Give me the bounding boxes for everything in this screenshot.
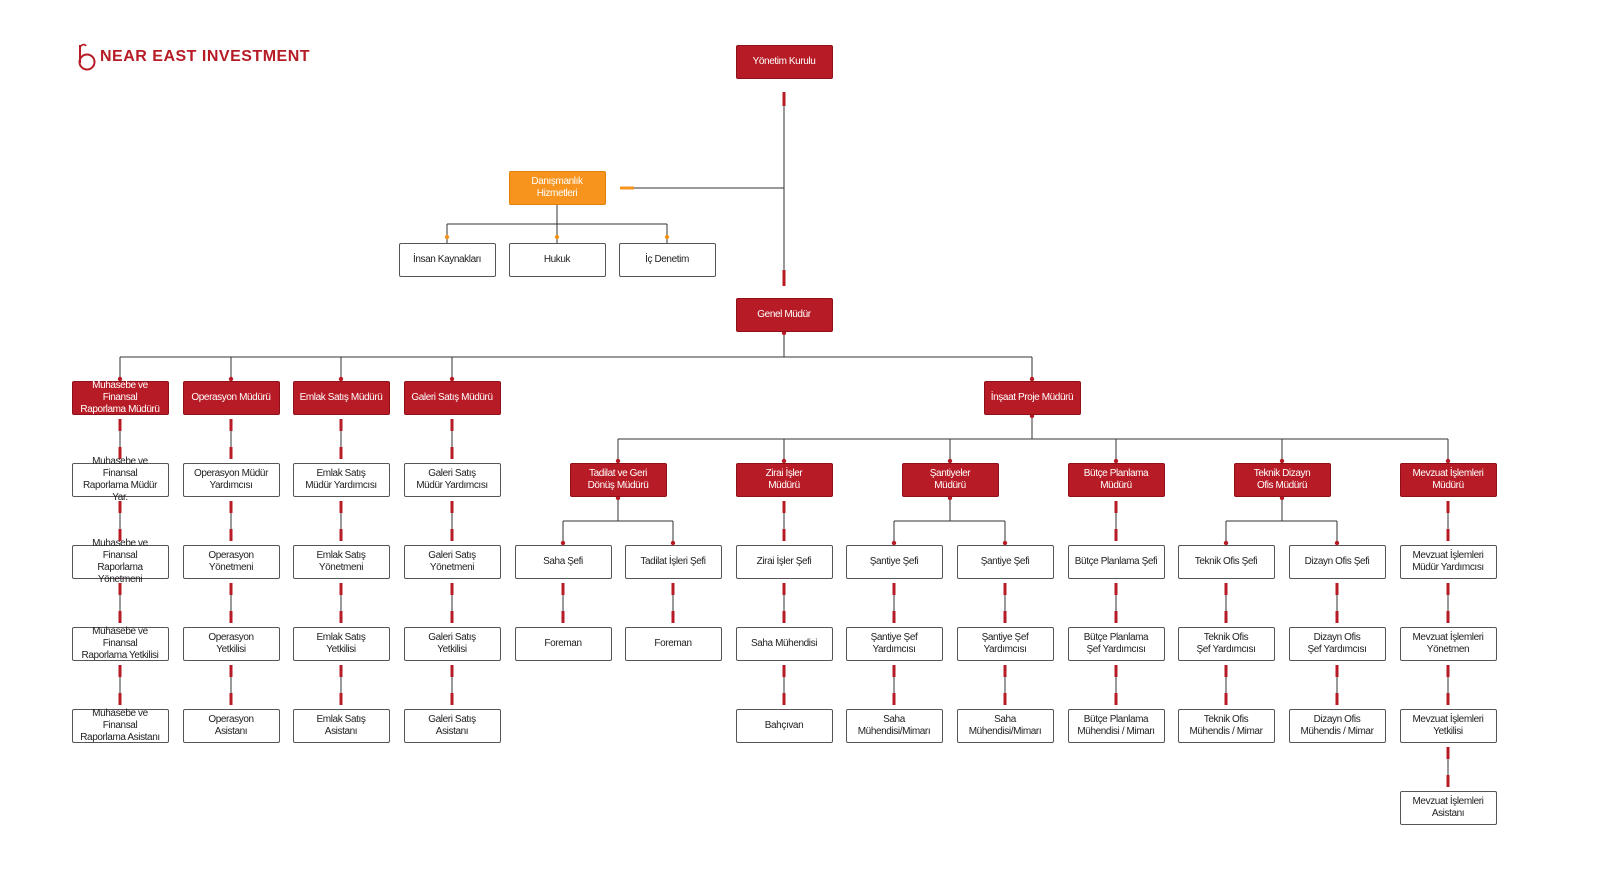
org-box-hr: İnsan Kaynakları	[398, 243, 496, 277]
org-box-ops-2: Operasyon Yönetmeni	[182, 545, 280, 579]
org-box-gal-mgr: Galeri Satış Müdürü	[403, 381, 501, 415]
org-box-re-2: Emlak Satış Yönetmeni	[292, 545, 390, 579]
connector-dot	[1223, 540, 1229, 546]
org-box-agr-1: Zirai İşler Şefi	[735, 545, 833, 579]
org-box-ren-b2: Foreman	[624, 627, 722, 661]
org-box-tech-a1: Teknik Ofis Şefi	[1177, 545, 1275, 579]
connector-dot	[670, 540, 676, 546]
org-box-board: Yönetim Kurulu	[735, 45, 833, 79]
org-box-acc-3: Muhasebe ve Finansal Raporlama Yetkilisi	[71, 626, 169, 661]
org-box-re-1: Emlak Satış Müdür Yardımcısı	[292, 463, 390, 497]
connector-dot	[947, 458, 953, 464]
org-box-ops-3: Operasyon Yetkilisi	[182, 627, 280, 661]
org-box-reg-4: Mevzuat İşlemleri Asistanı	[1399, 791, 1497, 825]
org-box-acc-1: Muhasebe ve Finansal Raporlama Müdür Yar…	[71, 456, 169, 503]
org-box-tech-mgr: Teknik Dizayn Ofis Müdürü	[1233, 463, 1331, 497]
org-box-agr-3: Bahçıvan	[735, 709, 833, 743]
org-box-advisory: Danışmanlık Hizmetleri	[508, 171, 606, 205]
org-box-re-4: Emlak Satış Asistanı	[292, 709, 390, 743]
org-box-gal-1: Galeri Satış Müdür Yardımcısı	[403, 463, 501, 497]
connector-dot	[117, 376, 123, 382]
org-box-ren-a2: Foreman	[514, 627, 612, 661]
org-box-bud-1: Bütçe Planlama Şefi	[1067, 545, 1165, 579]
connector-dot	[1113, 458, 1119, 464]
connector-dot	[891, 540, 897, 546]
org-box-tech-b1: Dizayn Ofis Şefi	[1288, 545, 1386, 579]
org-box-reg-3: Mevzuat İşlemleri Yetkilisi	[1399, 709, 1497, 743]
org-box-acc-4: Muhasebe ve Finansal Raporlama Asistanı	[71, 708, 169, 743]
org-box-reg-1: Mevzuat İşlemleri Müdür Yardımcısı	[1399, 545, 1497, 579]
logo-mark-icon	[78, 43, 96, 71]
org-box-gm: Genel Müdür	[735, 298, 833, 332]
org-box-reg-2: Mevzuat İşlemleri Yönetmen	[1399, 627, 1497, 661]
connector-dot	[615, 458, 621, 464]
org-box-con-mgr: İnşaat Proje Müdürü	[983, 381, 1081, 415]
org-box-ops-1: Operasyon Müdür Yardımcısı	[182, 463, 280, 497]
org-box-tech-b2: Dizayn Ofis Şef Yardımcısı	[1288, 627, 1386, 661]
connector-dot	[1002, 540, 1008, 546]
connector-dot	[338, 376, 344, 382]
brand-name: NEAR EAST INVESTMENT	[100, 48, 311, 65]
connector-dot	[554, 234, 560, 240]
org-box-tech-b3: Dizayn Ofis Mühendis / Mimar	[1288, 709, 1386, 743]
org-box-acc-2: Muhasebe ve Finansal Raporlama Yönetmeni	[71, 538, 169, 585]
org-box-agr-mgr: Zirai İşler Müdürü	[735, 463, 833, 497]
org-box-ops-mgr: Operasyon Müdürü	[182, 381, 280, 415]
connector-dot	[560, 540, 566, 546]
org-box-agr-2: Saha Mühendisi	[735, 627, 833, 661]
connector-dot	[1029, 376, 1035, 382]
org-box-site-a1: Şantiye Şefi	[845, 545, 943, 579]
org-box-gal-3: Galeri Satış Yetkilisi	[403, 627, 501, 661]
org-box-site-b2: Şantiye Şef Yardımcısı	[956, 627, 1054, 661]
org-box-legal: Hukuk	[508, 243, 606, 277]
connector-dot	[664, 234, 670, 240]
connector-dot	[781, 458, 787, 464]
org-box-site-a2: Şantiye Şef Yardımcısı	[845, 627, 943, 661]
org-box-ops-4: Operasyon Asistanı	[182, 709, 280, 743]
org-box-reg-mgr: Mevzuat İşlemleri Müdürü	[1399, 463, 1497, 497]
org-box-bud-2: Bütçe Planlama Şef Yardımcısı	[1067, 627, 1165, 661]
org-box-acc-mgr: Muhasebe ve Finansal Raporlama Müdürü	[71, 380, 169, 415]
org-box-site-b1: Şantiye Şefi	[956, 545, 1054, 579]
org-box-site-a3: Saha Mühendisi/Mimarı	[845, 709, 943, 743]
org-box-gal-2: Galeri Satış Yönetmeni	[403, 545, 501, 579]
org-box-ren-a1: Saha Şefi	[514, 545, 612, 579]
org-box-re-mgr: Emlak Satış Müdürü	[292, 381, 390, 415]
connector-dot	[228, 376, 234, 382]
brand-logo: NEAR EAST INVESTMENT	[76, 42, 310, 72]
org-box-bud-mgr: Bütçe Planlama Müdürü	[1067, 463, 1165, 497]
org-box-site-mgr: Şantiyeler Müdürü	[901, 463, 999, 497]
org-box-re-3: Emlak Satış Yetkilisi	[292, 627, 390, 661]
connector-dot	[1334, 540, 1340, 546]
org-box-gal-4: Galeri Satış Asistanı	[403, 709, 501, 743]
org-box-ren-mgr: Tadilat ve Geri Dönüş Müdürü	[569, 463, 667, 497]
org-box-bud-3: Bütçe Planlama Mühendisi / Mimarı	[1067, 709, 1165, 743]
connector-dot	[444, 234, 450, 240]
org-box-ren-b1: Tadilat İşleri Şefi	[624, 545, 722, 579]
org-box-tech-a2: Teknik Ofis Şef Yardımcısı	[1177, 627, 1275, 661]
connector-dot	[1445, 458, 1451, 464]
connector-dot	[449, 376, 455, 382]
connector-dot	[1279, 458, 1285, 464]
org-box-tech-a3: Teknik Ofis Mühendis / Mimar	[1177, 709, 1275, 743]
org-box-site-b3: Saha Mühendisi/Mimarı	[956, 709, 1054, 743]
org-box-audit: İç Denetim	[618, 243, 716, 277]
